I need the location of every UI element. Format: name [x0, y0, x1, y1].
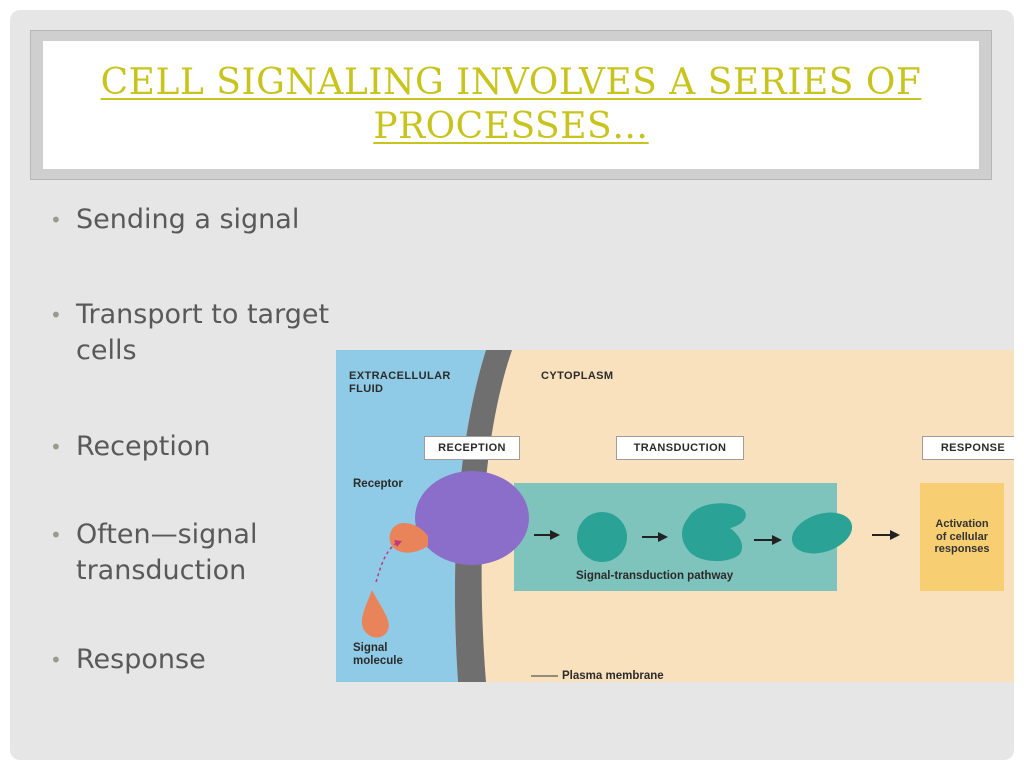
signal-molecule-shape — [361, 590, 389, 638]
bullet-item: • Sending a signal — [50, 202, 380, 238]
arrow-4-head — [890, 530, 900, 540]
signal-molecule-label: Signal molecule — [353, 642, 403, 667]
cellular-response-box: Activation of cellular responses — [920, 483, 1004, 591]
plasma-membrane-label: Plasma membrane — [562, 670, 664, 682]
bullet-dot-icon: • — [50, 435, 62, 459]
title-box: Cell signaling involves a series of proc… — [43, 41, 979, 169]
signal-path-arrow — [375, 541, 399, 583]
bullet-text: Response — [76, 644, 206, 675]
bullet-text: Reception — [76, 431, 211, 462]
slide-title: Cell signaling involves a series of proc… — [100, 62, 922, 147]
bullet-list: • Sending a signal • Transport to target c… — [50, 202, 380, 678]
plasma-membrane — [454, 350, 512, 682]
transduction-stage-label: Transduction — [616, 436, 744, 460]
bullet-item: • Often—signal transduction — [50, 517, 380, 589]
arrow-3-head — [772, 535, 782, 545]
extracellular-fluid-label: Extracellular fluid — [349, 370, 451, 395]
bullet-text: Transport to target cells — [76, 299, 330, 366]
title-band: Cell signaling involves a series of proc… — [30, 30, 992, 180]
relay-molecule-1 — [577, 512, 627, 562]
bullet-item: • Response — [50, 642, 380, 678]
slide: Cell signaling involves a series of proc… — [10, 10, 1014, 760]
relay-molecule-3 — [791, 512, 853, 554]
signal-path-arrowhead — [394, 540, 402, 547]
bound-signal-molecule — [389, 522, 428, 553]
bullet-text: Sending a signal — [76, 204, 300, 235]
arrow-2-head — [658, 532, 668, 542]
bullet-item: • Reception — [50, 429, 380, 465]
cell-signaling-diagram: Extracellular fluid Cytoplasm Reception … — [336, 350, 1014, 682]
receptor-label: Receptor — [353, 478, 403, 490]
relay-molecule-2 — [682, 503, 746, 562]
arrow-1-head — [550, 530, 560, 540]
bullet-text: Often—signal transduction — [76, 519, 258, 586]
diagram-artwork — [336, 350, 1014, 682]
signal-transduction-pathway-band — [514, 483, 837, 591]
receptor-protein — [415, 471, 529, 565]
signal-transduction-pathway-label: Signal-transduction pathway — [576, 570, 734, 582]
reception-stage-label: Reception — [424, 436, 520, 460]
cytoplasm-label: Cytoplasm — [541, 370, 614, 382]
bullet-dot-icon: • — [50, 523, 62, 547]
response-stage-label: Response — [922, 436, 1014, 460]
bullet-dot-icon: • — [50, 648, 62, 672]
bullet-item: • Transport to target cells — [50, 297, 380, 369]
bullet-dot-icon: • — [50, 208, 62, 232]
bullet-dot-icon: • — [50, 303, 62, 327]
